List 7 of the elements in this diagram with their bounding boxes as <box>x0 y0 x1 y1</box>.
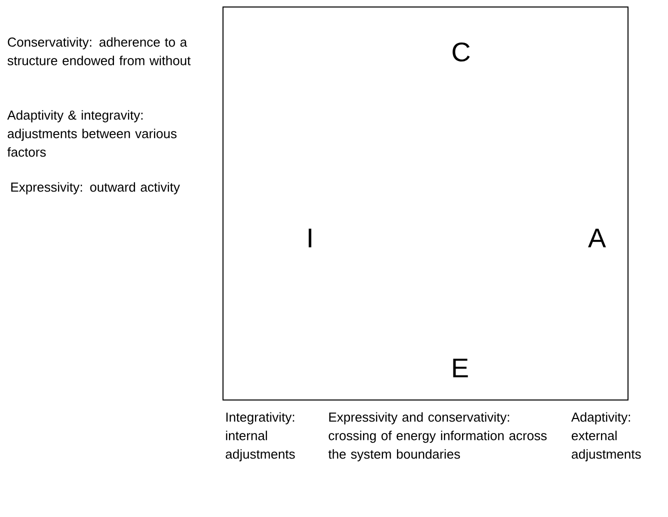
note-text: Conservativity: adherence to a structure endowed from without <box>8 37 191 66</box>
note-text: Integrativity: internal adjustments <box>226 412 295 462</box>
quadrant-box: C I A E <box>222 6 628 400</box>
note-text: Adaptivity & integravity: adjustments between various factors <box>7 110 177 157</box>
note-text: Expressivity: outward activity <box>11 182 180 194</box>
note-text: Adaptivity: external adjustments <box>571 412 641 462</box>
note-text: Expressivity and conservativity: crossing of energy information across the system boundaries <box>328 412 547 462</box>
